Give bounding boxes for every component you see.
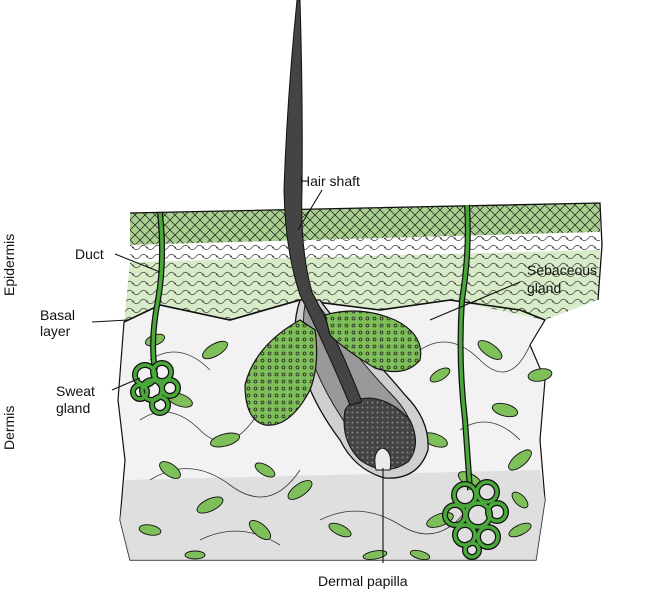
dermal-papilla-label: Dermal papilla <box>318 573 408 589</box>
dermis-side-label: Dermis <box>1 406 17 450</box>
dermis-cells <box>138 333 553 561</box>
hair-shaft-label: Hair shaft <box>300 173 360 189</box>
right-sweat-duct-fill <box>458 204 472 491</box>
basal-layer-line <box>123 299 546 323</box>
leader-basal-layer <box>91 319 129 323</box>
leader-sebaceous-gland <box>429 281 521 321</box>
hair-bulb <box>343 397 416 470</box>
dermal-papilla <box>374 447 392 471</box>
leader-lines <box>91 189 521 563</box>
basal-layer-label-line1: Basal <box>40 307 75 323</box>
sweat-gland-label-line2: gland <box>56 400 90 416</box>
duct-label: Duct <box>75 246 104 262</box>
leader-hair-shaft <box>297 189 323 231</box>
sebaceous-gland-label-line2: gland <box>527 280 561 296</box>
sebaceous-gland-right-texture <box>325 311 421 372</box>
sebaceous-gland-left-texture <box>245 320 317 426</box>
left-sweat-gland-coil <box>130 360 181 416</box>
sweat-gland-label-line1: Sweat <box>56 383 95 399</box>
epidermis-side-label: Epidermis <box>1 234 17 296</box>
left-sweat-duct-fill <box>151 212 164 371</box>
skin-surface-outline <box>129 202 603 301</box>
right-sweat-gland-coil <box>442 479 509 560</box>
hair-shaft <box>283 0 363 406</box>
leader-sweat-gland <box>111 377 141 391</box>
leader-duct <box>114 253 161 273</box>
basal-layer-label-line2: layer <box>40 323 71 339</box>
sebaceous-gland-label-line1: Sebaceous <box>527 262 597 278</box>
